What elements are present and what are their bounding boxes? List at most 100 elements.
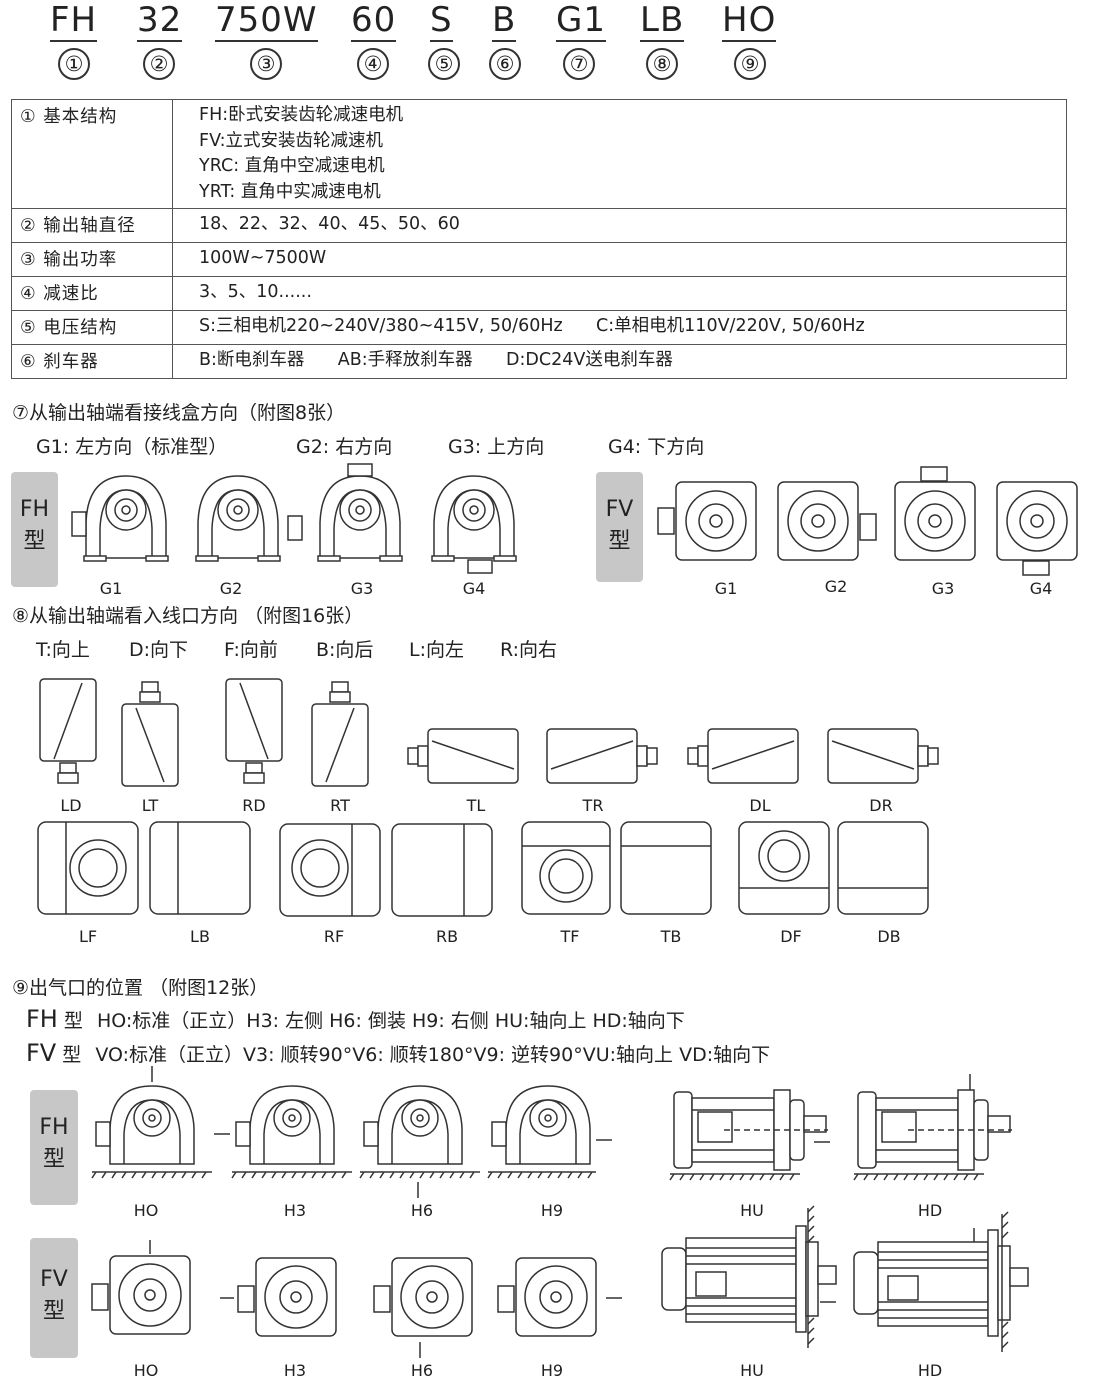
section9-title: ⑨出气口的位置 （附图12张）	[12, 977, 269, 999]
vent-fv-ho-diagram	[91, 1240, 191, 1335]
spec-row-shaft: ② 输出轴直径 18、22、32、40、45、50、60	[11, 208, 1067, 243]
spec-row-voltage: ⑤ 电压结构 S:三相电机220~240V/380~415V, 50/60Hz …	[11, 310, 1067, 345]
spec-key: ③ 输出功率	[11, 242, 173, 277]
circle-number-2: ②	[143, 48, 175, 80]
spec-key: ① 基本结构	[11, 99, 173, 209]
spec-line: FV:立式安装齿轮减速机	[199, 130, 384, 151]
box-rd-label: RD	[242, 796, 266, 815]
vent-fh-h9-label: H9	[540, 1201, 564, 1220]
sec9-fh-type: 型	[63, 1010, 83, 1032]
sec8-option-r: R:向右	[500, 639, 558, 661]
sec7-option-g4: G4: 下方向	[608, 436, 705, 458]
sec9-fh-text: HO:标准（正立）H3: 左侧 H6: 倒装 H9: 右侧 HU:轴向上 HD:…	[96, 1010, 685, 1032]
spec-row-ratio: ④ 减速比 3、5、10......	[11, 276, 1067, 311]
sec9-fh-line: FH 型 HO:标准（正立）H3: 左侧 H6: 倒装 H9: 右侧 HU:轴向…	[26, 1005, 685, 1033]
code-s: S	[430, 0, 453, 42]
fv-g4-diagram	[996, 481, 1078, 576]
fv-g2-label: G2	[824, 577, 848, 596]
spec-key: ④ 减速比	[11, 276, 173, 311]
box-lb-label: LB	[190, 927, 210, 946]
sec8-option-f: F:向前	[224, 639, 278, 661]
circle-number-8: ⑧	[646, 48, 678, 80]
fv-g3-label: G3	[931, 579, 955, 598]
section8-title: ⑧从输出轴端看入线口方向 （附图16张）	[12, 605, 364, 627]
box-tf-label: TF	[560, 927, 580, 946]
box-lb	[149, 821, 251, 915]
circle-number-3: ③	[250, 48, 282, 80]
box-rb	[391, 823, 493, 917]
box-rf-label: RF	[323, 927, 345, 946]
spec-row-power: ③ 输出功率 100W~7500W	[11, 242, 1067, 277]
spec-row-brake: ⑥ 刹车器 B:断电刹车器 AB:手释放刹车器 D:DC24V送电刹车器	[11, 344, 1067, 379]
box-lt	[121, 681, 179, 787]
fh-g4-diagram	[431, 475, 517, 574]
fh-g1-diagram	[71, 475, 169, 562]
fh-g2-label: G2	[219, 579, 243, 598]
fh-g3-label: G3	[350, 579, 374, 598]
fv-g4-label: G4	[1029, 579, 1053, 598]
sec8-option-t: T:向上	[36, 639, 90, 661]
box-tf	[521, 821, 611, 915]
fv-g2-diagram	[777, 481, 877, 561]
spec-value: S:三相电机220~240V/380~415V, 50/60Hz C:单相电机1…	[172, 310, 1067, 345]
box-tb	[620, 821, 712, 915]
box-tr	[546, 728, 658, 784]
fh-g1-label: G1	[99, 579, 123, 598]
spec-line: YRT: 直角中实减速电机	[199, 181, 381, 202]
sec7-option-g3: G3: 上方向	[448, 436, 545, 458]
fh-type-tag: FH 型	[11, 472, 58, 587]
vent-fv-h6-label: H6	[410, 1361, 434, 1380]
vent-fv-hd-label: HD	[917, 1361, 943, 1380]
code-lb: LB	[640, 0, 685, 42]
box-ld	[39, 678, 97, 784]
fh-g2-diagram	[195, 475, 303, 562]
fv-g3-diagram	[894, 466, 976, 561]
spec-key: ⑤ 电压结构	[11, 310, 173, 345]
fh-g4-label: G4	[462, 579, 486, 598]
vent-fh-ho-label: HO	[133, 1201, 159, 1220]
code-fh: FH	[50, 0, 98, 42]
vent-fh-hu-label: HU	[740, 1201, 764, 1220]
vent-fv-hu-diagram	[661, 1205, 837, 1348]
box-df-label: DF	[780, 927, 802, 946]
spec-value: 3、5、10......	[172, 276, 1067, 311]
vent-fv-h6-diagram	[373, 1257, 473, 1358]
circle-number-9: ⑨	[734, 48, 766, 80]
spec-line: FH:卧式安装齿轮减速电机	[199, 105, 404, 125]
box-dl-label: DL	[749, 796, 771, 815]
box-tl	[407, 728, 519, 784]
fh-g3-diagram	[317, 463, 403, 562]
vent-fv-h3-diagram	[220, 1257, 337, 1337]
box-tr-label: TR	[582, 796, 604, 815]
sec9-fh-type-tag: FH 型	[30, 1090, 78, 1205]
box-lf-label: LF	[78, 927, 98, 946]
spec-value: B:断电刹车器 AB:手释放刹车器 D:DC24V送电刹车器	[172, 344, 1067, 379]
box-dr-label: DR	[869, 796, 893, 815]
sec9-fv-text: VO:标准（正立）V3: 顺转90°V6: 顺转180°V9: 逆转90°VU:…	[95, 1044, 771, 1066]
code-32: 32	[137, 0, 183, 42]
code-750w: 750W	[215, 0, 318, 42]
code-ho: HO	[722, 0, 777, 42]
vent-fv-h3-label: H3	[283, 1361, 307, 1380]
box-db-label: DB	[877, 927, 901, 946]
circle-number-1: ①	[58, 48, 90, 80]
code-g1: G1	[556, 0, 606, 42]
sec8-option-b: B:向后	[316, 639, 374, 661]
sec9-fv-type: 型	[62, 1044, 82, 1066]
vent-fh-h9-diagram	[487, 1085, 612, 1179]
section7-title: ⑦从输出轴端看接线盒方向（附图8张）	[12, 402, 346, 424]
vent-fh-ho-diagram	[91, 1066, 212, 1179]
circle-number-6: ⑥	[489, 48, 521, 80]
sec9-fv-type-tag: FV 型	[30, 1238, 78, 1358]
vent-fv-hd-diagram	[853, 1211, 1029, 1352]
vent-fv-ho-label: HO	[133, 1361, 159, 1380]
vent-fv-h9-label: H9	[540, 1361, 564, 1380]
box-tl-label: TL	[466, 796, 486, 815]
box-dl	[687, 728, 799, 784]
box-rt-label: RT	[330, 796, 350, 815]
circle-number-4: ④	[357, 48, 389, 80]
box-tb-label: TB	[660, 927, 682, 946]
vent-fh-hd-label: HD	[917, 1201, 943, 1220]
sec9-fv-prefix: FV	[26, 1039, 57, 1067]
fv-g1-diagram	[657, 481, 757, 561]
